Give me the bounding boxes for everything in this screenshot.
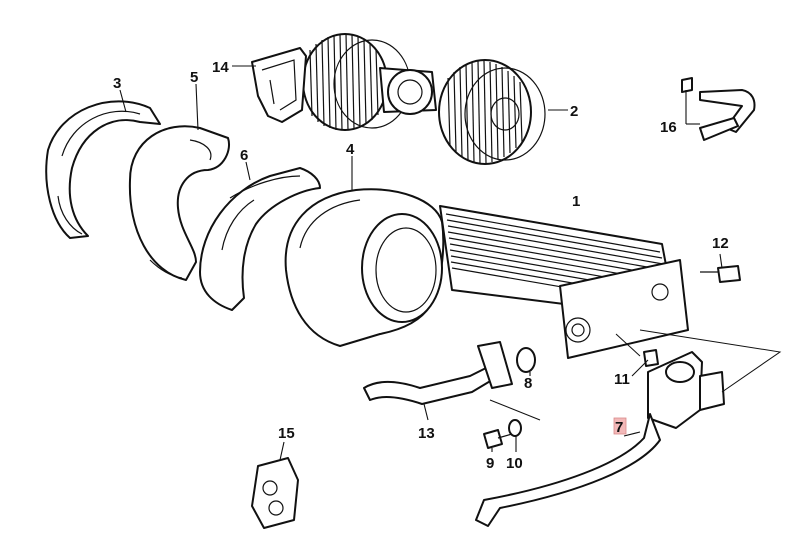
callout-15: 15: [278, 425, 295, 442]
callout-7: 7: [615, 419, 623, 436]
bolt-part-12: [700, 265, 741, 283]
housing-half-part-3: [45, 100, 161, 239]
callout-1: 1: [572, 193, 580, 210]
callout-2: 2: [570, 103, 578, 120]
callout-13: 13: [418, 425, 435, 442]
leader-lines: [119, 65, 723, 461]
bracket-part-14: [251, 47, 307, 123]
fan-housing-part-4: [284, 188, 445, 347]
air-guide-part-6: [199, 167, 321, 311]
callout-labels: 1 2 3 4 5 6 7 8 9 10 11 12 13 14 15 16: [113, 59, 729, 472]
grommet-part-15: [251, 457, 299, 529]
callout-5: 5: [190, 69, 198, 86]
hose-part-13: [363, 341, 513, 405]
callout-4: 4: [346, 141, 355, 158]
highlight-marker: [613, 417, 627, 435]
callout-10: 10: [506, 455, 523, 472]
callout-9: 9: [486, 455, 494, 472]
valve-pipe-part-7: [475, 351, 725, 527]
heat-exchanger-part-1: [439, 205, 689, 359]
screw-part-9: [483, 429, 513, 449]
gasket-part-8: [516, 347, 536, 373]
callout-3: 3: [113, 75, 121, 92]
callout-12: 12: [712, 235, 729, 252]
sensor-part-16: [681, 77, 756, 141]
fan-shell-part-5: [128, 125, 230, 281]
callout-8: 8: [524, 375, 532, 392]
clip-part-11: [643, 349, 659, 367]
callout-11: 11: [614, 371, 630, 388]
washer-part-10: [508, 419, 522, 437]
callout-6: 6: [240, 147, 248, 164]
assembly-guide-lines: [489, 329, 782, 421]
blower-motor-assembly: [302, 33, 546, 165]
callout-16: 16: [660, 119, 677, 136]
callout-14: 14: [212, 59, 229, 76]
